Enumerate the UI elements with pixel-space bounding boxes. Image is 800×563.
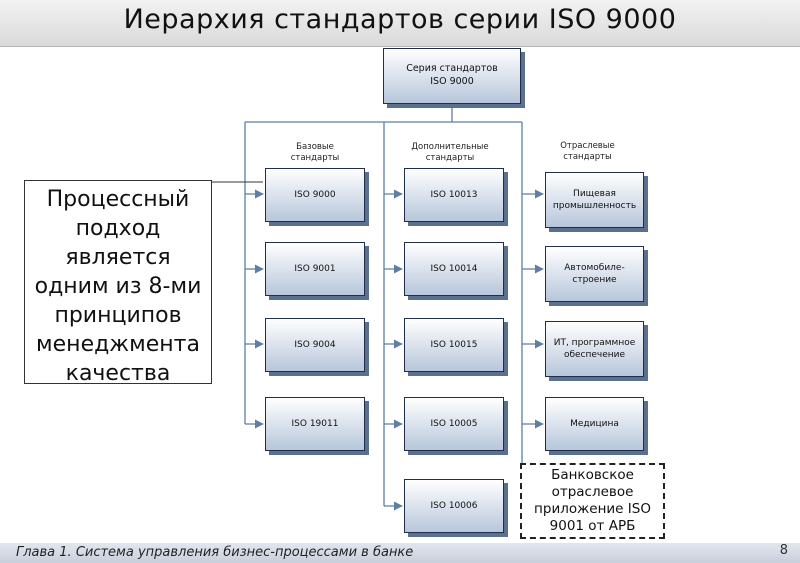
basic-item-iso-9004: ISO 9004: [265, 318, 365, 372]
industry-item-medicine: Медицина: [545, 397, 644, 451]
root-label: Серия стандартов ISO 9000: [406, 63, 498, 87]
additional-item-label: ISO 10006: [430, 500, 478, 511]
footer-chapter: Глава 1. Система управления бизнес-проце…: [16, 545, 414, 560]
additional-item-iso-10015: ISO 10015: [404, 318, 504, 372]
industry-item-label: Автомобиле- строение: [564, 262, 625, 285]
additional-item-iso-10014: ISO 10014: [404, 242, 504, 296]
basic-item-label: ISO 9000: [294, 189, 336, 200]
basic-item-iso-9000: ISO 9000: [265, 168, 365, 222]
basic-item-iso-19011: ISO 19011: [265, 397, 365, 451]
additional-item-label: ISO 10015: [430, 339, 478, 350]
root-box: Серия стандартов ISO 9000: [383, 48, 521, 104]
footer-bar: Глава 1. Система управления бизнес-проце…: [0, 543, 800, 563]
industry-item-label: Пищевая промышленность: [552, 188, 637, 211]
page-title: Иерархия стандартов серии ISO 9000: [123, 4, 677, 35]
additional-item-iso-10005: ISO 10005: [404, 397, 504, 451]
additional-item-label: ISO 10005: [430, 418, 478, 429]
industry-item-automotive: Автомобиле- строение: [545, 246, 644, 302]
header-additional: Дополнительные стандарты: [411, 142, 489, 164]
additional-item-iso-10006: ISO 10006: [404, 479, 504, 533]
industry-item-it: ИТ, программное обеспечение: [545, 321, 644, 377]
additional-item-label: ISO 10013: [430, 189, 478, 200]
basic-item-iso-9001: ISO 9001: [265, 242, 365, 296]
industry-item-label: ИТ, программное обеспечение: [553, 337, 636, 360]
header-basic: Базовые стандарты: [290, 142, 340, 164]
header-industry: Отраслевые стандарты: [560, 141, 615, 163]
additional-item-iso-10013: ISO 10013: [404, 168, 504, 222]
industry-item-label: Медицина: [570, 418, 619, 429]
basic-item-label: ISO 9004: [294, 339, 336, 350]
basic-item-label: ISO 19011: [291, 418, 339, 429]
bank-appendix-note: Банковское отраслевое приложение ISO 900…: [520, 463, 665, 539]
industry-item-food: Пищевая промышленность: [545, 172, 644, 228]
basic-item-label: ISO 9001: [294, 263, 336, 274]
additional-item-label: ISO 10014: [430, 263, 478, 274]
title-bar: Иерархия стандартов серии ISO 9000: [0, 0, 800, 47]
process-approach-callout: Процессный подход является одним из 8-ми…: [24, 180, 212, 386]
page-number: 8: [779, 543, 788, 558]
